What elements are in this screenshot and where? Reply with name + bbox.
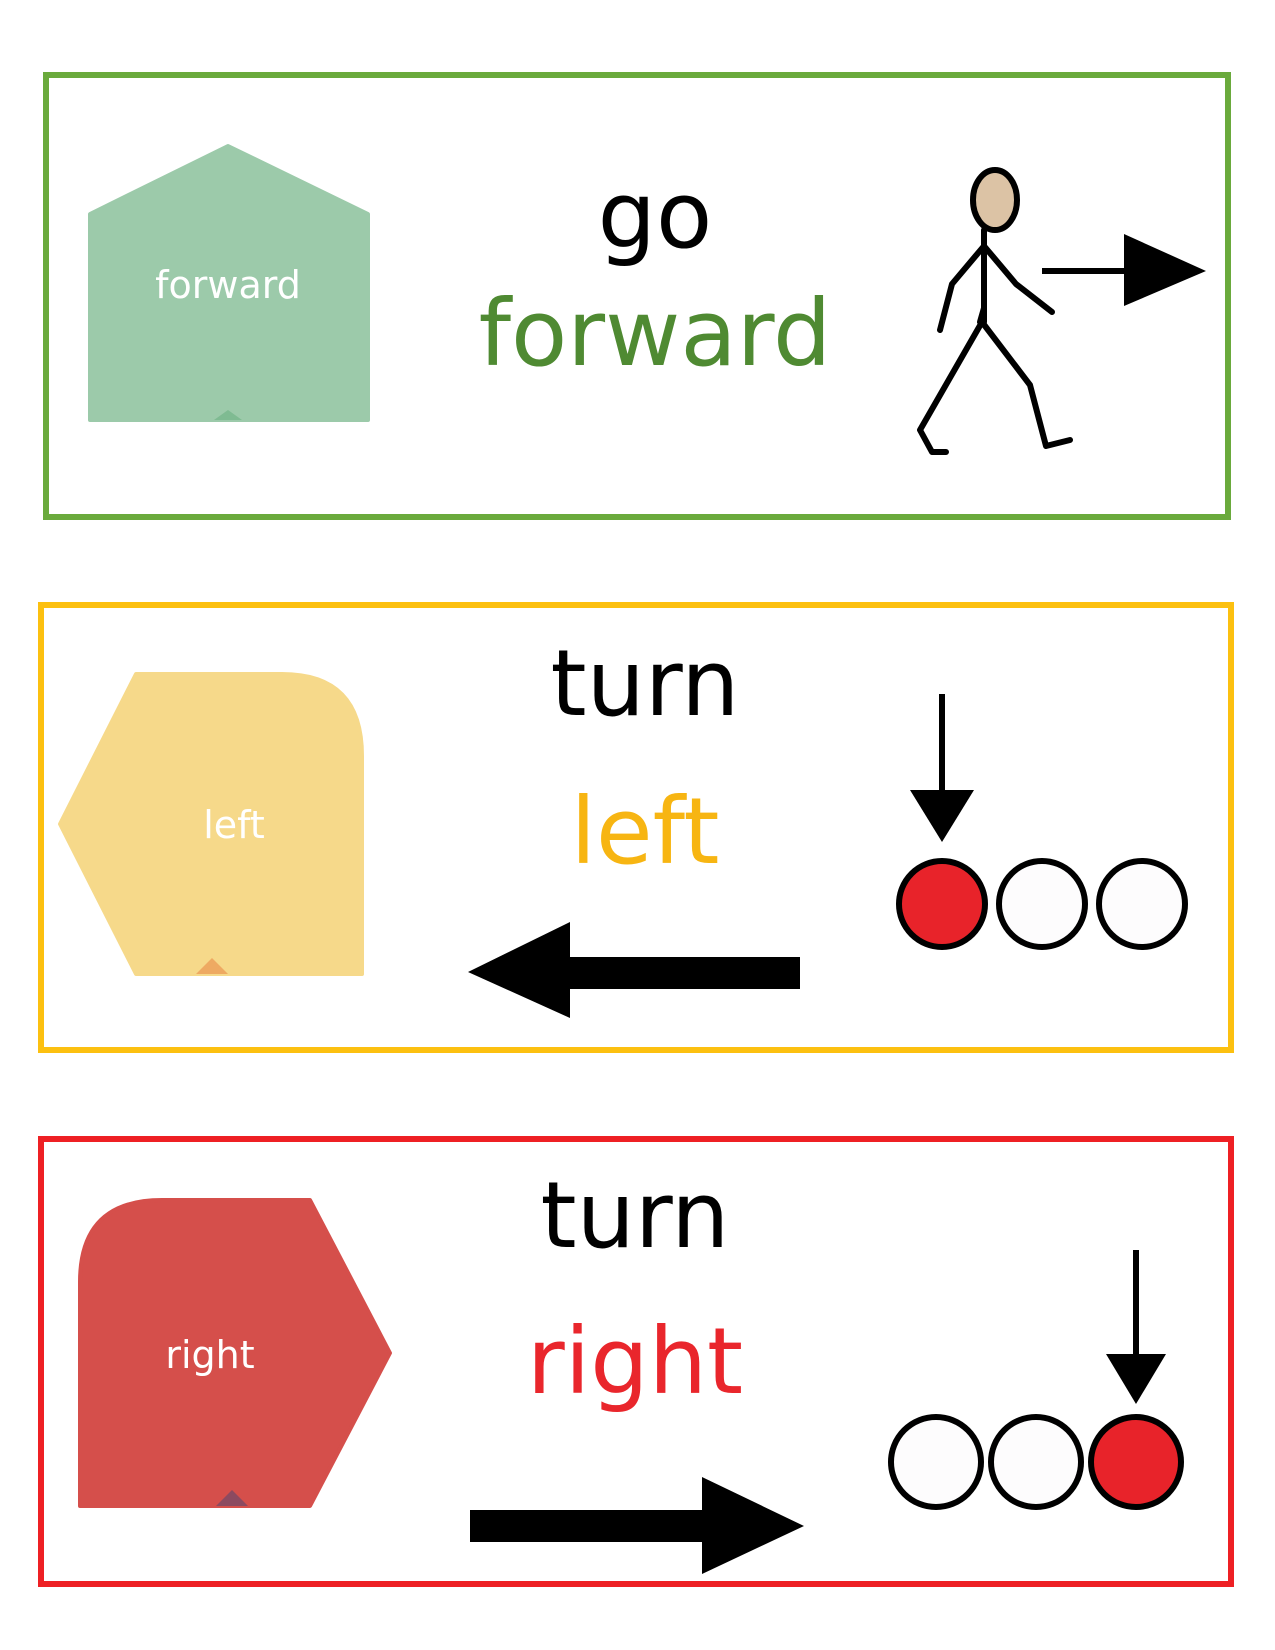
right-verb-text: turn — [540, 1162, 730, 1269]
circle-filled-red-icon — [1088, 1414, 1184, 1510]
arrow-right-icon — [470, 1477, 804, 1574]
circle-empty-icon — [996, 858, 1088, 950]
arrow-down-icon — [1106, 1250, 1166, 1404]
forward-block-icon — [88, 144, 370, 422]
forward-direction-text: forward — [478, 280, 832, 387]
arrow-left-icon — [468, 922, 800, 1018]
circle-empty-icon — [988, 1414, 1084, 1510]
circle-empty-icon — [1096, 858, 1188, 950]
arrow-down-icon — [910, 694, 974, 842]
right-direction-text: right — [526, 1308, 744, 1415]
walking-person-icon — [917, 167, 1073, 455]
left-block-label: left — [203, 803, 265, 847]
forward-verb-text: go — [597, 162, 713, 269]
right-block-icon — [78, 1198, 392, 1508]
circle-filled-red-icon — [896, 858, 988, 950]
left-verb-text: turn — [550, 630, 740, 737]
left-block-icon — [58, 672, 364, 976]
right-block-label: right — [165, 1333, 255, 1377]
arrow-right-icon — [1042, 234, 1206, 306]
left-direction-text: left — [570, 778, 720, 885]
forward-block-label: forward — [155, 263, 301, 307]
circle-empty-icon — [888, 1414, 984, 1510]
